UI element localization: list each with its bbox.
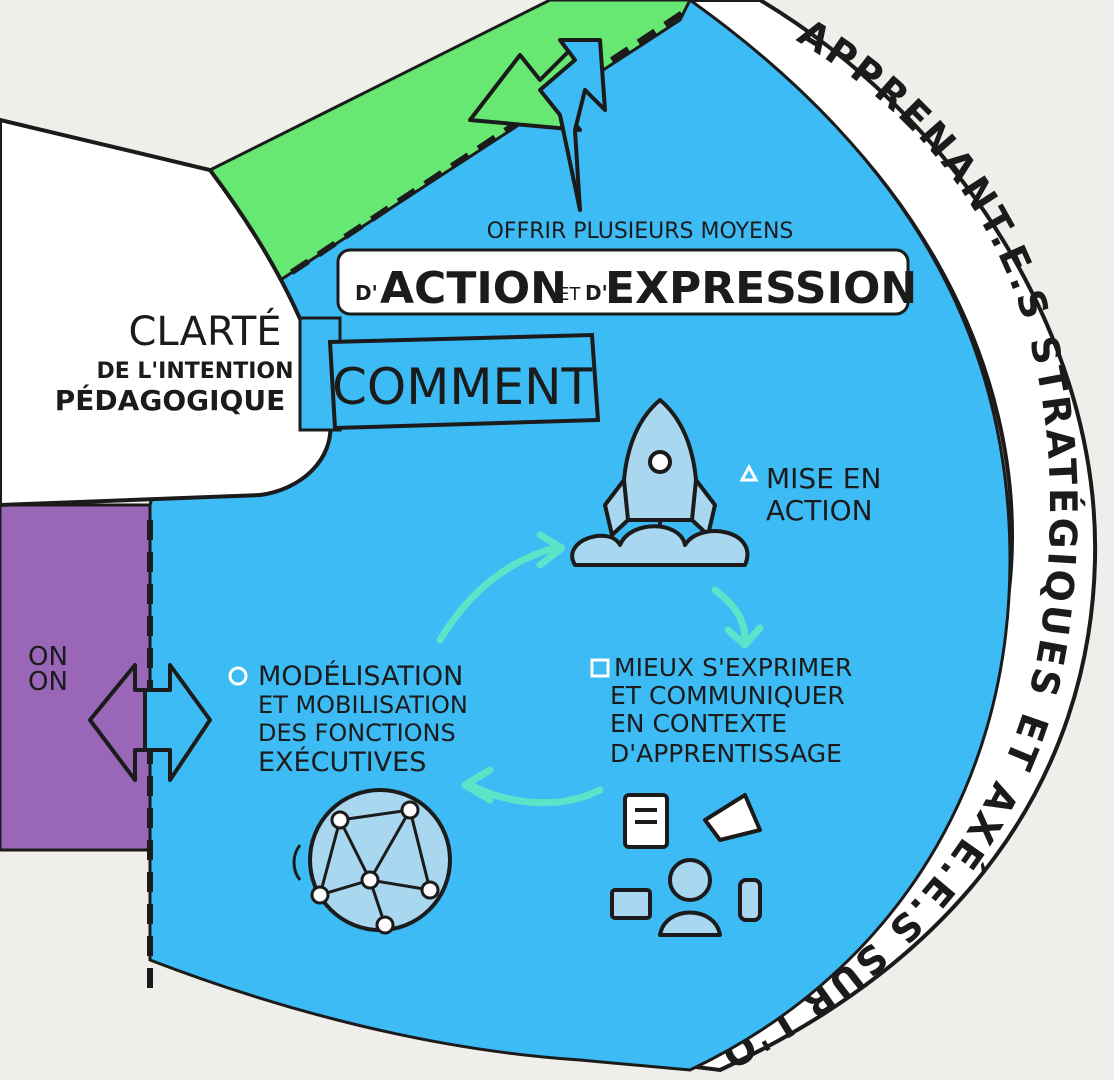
guideline-3: MODÉLISATION ET MOBILISATION DES FONCTIO… xyxy=(228,660,468,778)
guideline-3-line-4: EXÉCUTIVES xyxy=(258,746,426,778)
guideline-1-line-1: MISE EN xyxy=(766,462,881,495)
guideline-2: MIEUX S'EXPRIMER ET COMMUNIQUER EN CONTE… xyxy=(590,653,852,768)
center-title: CLARTÉ xyxy=(128,307,281,355)
comment-banner: COMMENT xyxy=(298,316,601,432)
rocket-icon xyxy=(570,398,750,567)
triangle-icon xyxy=(739,463,759,482)
center-subtitle-2: PÉDAGOGIQUE xyxy=(55,383,285,417)
communication-icon xyxy=(610,793,762,937)
guideline-2-line-1: MIEUX S'EXPRIMER xyxy=(614,653,852,682)
principle-prefix-2: D' xyxy=(585,281,608,305)
divider-top xyxy=(263,5,692,293)
principle-word-1: ACTION xyxy=(380,263,567,314)
guideline-2-line-3: EN CONTEXTE xyxy=(610,709,787,738)
guideline-1: MISE EN ACTION xyxy=(739,462,881,527)
principle-word-2: EXPRESSION xyxy=(605,263,917,314)
double-arrow-top-icon xyxy=(468,38,607,212)
guideline-3-line-2: ET MOBILISATION xyxy=(258,691,468,719)
cycle-arrows xyxy=(436,531,764,807)
principle-connector: ET xyxy=(558,284,581,305)
principle-title: D' ACTION ET D' EXPRESSION xyxy=(355,263,917,314)
circle-icon xyxy=(228,666,248,686)
purple-fragment-1: ON xyxy=(28,642,68,672)
principle-subtitle: OFFRIR PLUSIEURS MOYENS xyxy=(487,219,794,244)
guideline-2-line-2: ET COMMUNIQUER xyxy=(610,681,845,710)
center-subtitle: DE L'INTENTION xyxy=(96,359,293,384)
double-arrow-left-icon xyxy=(88,663,212,782)
purple-fragment-2: ON xyxy=(28,667,68,697)
square-icon xyxy=(590,658,610,678)
guideline-3-line-3: DES FONCTIONS xyxy=(258,719,456,747)
comment-label: COMMENT xyxy=(332,358,593,416)
guideline-2-line-4: D'APPRENTISSAGE xyxy=(610,739,842,768)
principle-plate xyxy=(336,248,910,316)
guideline-3-line-1: MODÉLISATION xyxy=(258,660,463,692)
network-icon xyxy=(292,788,452,935)
guideline-1-line-2: ACTION xyxy=(766,494,873,527)
principle-prefix-1: D' xyxy=(355,281,378,305)
